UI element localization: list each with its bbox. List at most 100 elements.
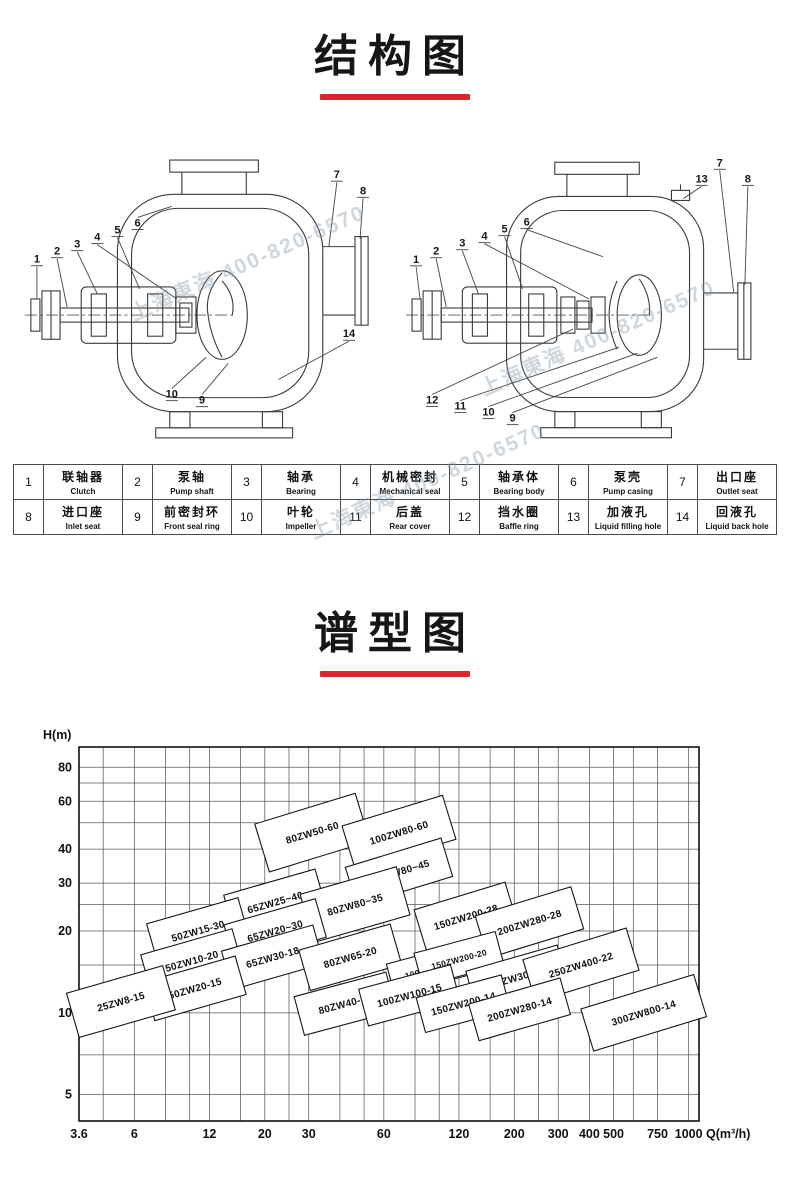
y-tick-label: 80: [58, 760, 72, 774]
callout-number: 6: [134, 217, 140, 229]
callout-leader: [460, 346, 620, 401]
part-number: 9: [122, 499, 153, 535]
callout-leader: [359, 198, 364, 239]
part-name-cn: 叶轮: [286, 505, 315, 519]
part-name: 叶轮 Impeller: [261, 499, 341, 535]
part-name-cn: 后盖: [395, 505, 424, 519]
pump-model-region: 25ZW8-15: [65, 964, 176, 1039]
part-name-en: Inlet seat: [65, 522, 101, 531]
callout-leader: [171, 357, 207, 389]
spectrum-section-header: 谱型图: [0, 597, 790, 677]
callout-number: 3: [459, 238, 465, 250]
x-tick-label: 3.6: [70, 1127, 87, 1141]
callout-leader: [526, 229, 604, 258]
chart-frame: [78, 746, 700, 1122]
callout-number: 1: [34, 254, 40, 266]
structure-title-underline: [320, 94, 470, 100]
part-number: 14: [667, 499, 698, 535]
callout-leader: [56, 258, 68, 308]
callout-number: 14: [343, 328, 356, 340]
part-name: 轴承 Bearing: [261, 464, 341, 500]
pump-model-region-box: [415, 974, 512, 1034]
callout-number: 2: [54, 246, 60, 258]
callout-leader: [137, 205, 172, 218]
x-tick-label: 12: [202, 1127, 216, 1141]
callout-number: 4: [94, 232, 101, 244]
bearing-body: [461, 286, 558, 344]
pump-model-region: 80ZW65-20: [298, 923, 403, 992]
pump-model-region-box: [254, 792, 371, 873]
structure-title: 结构图: [314, 32, 476, 81]
pump-casing: [506, 195, 705, 413]
pump-right-linework: [406, 161, 752, 439]
part-name-en: Clutch: [70, 487, 96, 496]
callout-number: 3: [74, 239, 80, 251]
pump-model-region-box: [65, 964, 176, 1039]
part-number: 11: [340, 499, 371, 535]
part-name-cn: 出口座: [715, 470, 758, 484]
callout-leader: [431, 328, 574, 395]
x-tick-label: 750: [647, 1127, 668, 1141]
callout-leader: [435, 258, 447, 308]
pump-base: [155, 411, 294, 439]
callout-leader: [744, 186, 749, 285]
callout-leader: [117, 237, 141, 290]
part-name-en: Rear cover: [389, 522, 431, 531]
part-name-en: Impeller: [285, 522, 317, 531]
impeller: [608, 274, 662, 356]
mechanical-seal: [175, 296, 197, 334]
part-name-cn: 机械密封: [381, 470, 438, 484]
impeller: [196, 270, 248, 360]
callout-number: 9: [199, 395, 205, 407]
x-tick-label: 6: [131, 1127, 138, 1141]
part-name-cn: 轴承: [286, 470, 315, 484]
structure-section-header: 结构图: [0, 20, 790, 100]
pump-model-region: 80ZW50-60: [254, 792, 371, 873]
callout-number: 10: [166, 389, 178, 401]
callout-leader: [201, 363, 229, 395]
pump-model-region: 200ZW280-14: [467, 977, 572, 1042]
callout-number: 9: [510, 413, 516, 425]
pump-model-region: 200ZW280-28: [474, 886, 585, 959]
y-tick-label: 40: [58, 842, 72, 856]
part-name: 后盖 Rear cover: [370, 499, 450, 535]
callout-number: 8: [745, 173, 751, 185]
y-axis-title: H(m): [43, 728, 71, 742]
outlet-flange: [322, 236, 369, 326]
part-number: 2: [122, 464, 153, 500]
callout-leader: [484, 243, 590, 300]
part-name-en: Bearing: [286, 487, 316, 496]
part-name-cn: 泵壳: [613, 470, 642, 484]
part-name-cn: 前密封环: [163, 505, 220, 519]
x-tick-label: 300: [548, 1127, 569, 1141]
part-name: 机械密封 Mechanical seal: [370, 464, 450, 500]
pump-model-region: 65ZW30-18: [220, 924, 325, 991]
pump-model-region: 80ZW80~35: [299, 866, 411, 944]
part-name-en: Liquid filling hole: [594, 522, 662, 531]
pump-model-region-box: [580, 973, 708, 1052]
pump-model-region: 300ZW800-14: [580, 973, 708, 1052]
part-name-en: Pump shaft: [170, 487, 214, 496]
inlet-flange: [169, 159, 259, 195]
spectrum-title: 谱型图: [314, 609, 476, 658]
pump-base: [540, 411, 673, 439]
part-number: 7: [667, 464, 698, 500]
callout-leader: [278, 340, 350, 380]
x-axis-title: Q(m³/h): [706, 1127, 750, 1141]
callout-leader: [512, 356, 658, 414]
callout-number: 1: [413, 254, 419, 266]
part-name-en: Mechanical seal: [379, 487, 441, 496]
part-name-en: Liquid back hole: [705, 522, 769, 531]
callout-leader: [415, 266, 421, 300]
